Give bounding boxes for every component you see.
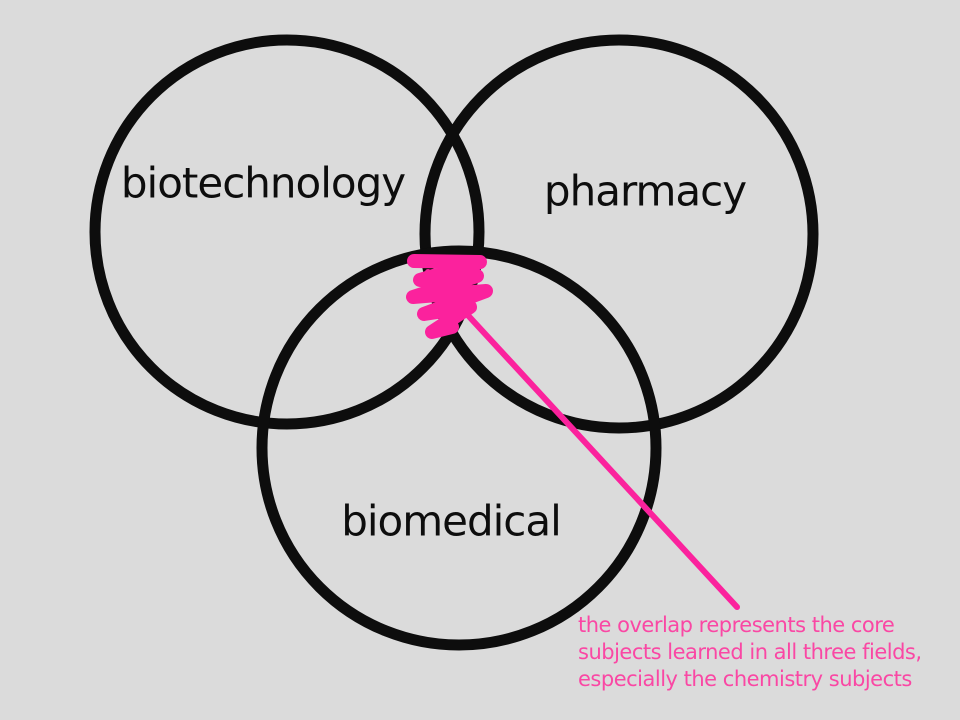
annotation-line-2: subjects learned in all three fields, bbox=[578, 640, 922, 664]
circle-biotechnology bbox=[89, 34, 485, 430]
annotation-line-3: especially the chemistry subjects bbox=[578, 667, 912, 691]
label-pharmacy: pharmacy bbox=[543, 166, 747, 216]
circle-biomedical bbox=[256, 245, 662, 651]
circle-pharmacy bbox=[419, 34, 819, 434]
annotation-line-1: the overlap represents the core bbox=[578, 613, 895, 637]
label-biotechnology: biotechnology bbox=[120, 158, 406, 208]
label-biomedical: biomedical bbox=[341, 496, 562, 546]
annotation-leader-line bbox=[425, 269, 740, 610]
overlap-highlight-scribble bbox=[406, 254, 493, 339]
overlap-annotation: the overlap represents the core subjects… bbox=[578, 612, 922, 693]
